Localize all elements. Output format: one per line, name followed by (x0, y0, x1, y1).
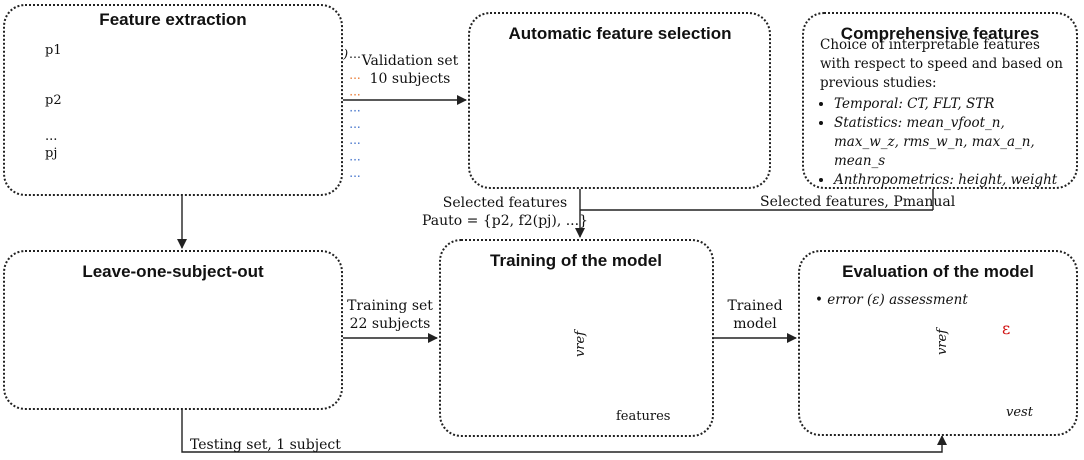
feature-extraction-box (3, 4, 343, 196)
selected-auto-line1: Selected features (442, 195, 568, 211)
error-assessment-text: error (ε) assessment (827, 292, 968, 308)
comprehensive-list: Temporal: CT, FLT, STR Statistics: mean_… (820, 95, 1070, 190)
edges (177, 95, 947, 453)
validation-set-label: Validation set 10 subjects (360, 52, 460, 88)
trained-model-line2: model (733, 316, 777, 332)
bullet-anthropometrics: Anthropometrics: height, weight (834, 171, 1070, 190)
error-assessment-bullet: • error (ε) assessment (815, 292, 968, 308)
feature_extraction-cell-ellipsis: ... (349, 150, 360, 164)
selected-manual-label: Selected features, Pmanual (760, 194, 956, 210)
evaluation-title: Evaluation of the model (842, 262, 1034, 281)
testing-set-label: Testing set, 1 subject (190, 437, 341, 453)
feature_extraction-cell-ellipsis: ... (349, 68, 360, 82)
training-title: Training of the model (490, 251, 662, 270)
feature_extraction-cell-ellipsis: ... (349, 117, 360, 131)
automatic-feature-selection-box (468, 12, 771, 189)
comprehensive-intro: Choice of interpretable features with re… (820, 37, 1063, 91)
training-xlabel: features (616, 409, 671, 424)
loso-title: Leave-one-subject-out (82, 262, 264, 281)
bullet-statistics: Statistics: mean_vfoot_n, max_w_z, rms_w… (834, 114, 1070, 171)
training-set-line2: 22 subjects (349, 316, 431, 332)
feature_extraction-cell-ellipsis: ... (349, 101, 360, 115)
training-set-line1: Training set (347, 298, 433, 314)
leave-one-subject-out-box (3, 250, 343, 410)
training-ylabel: vref (573, 330, 589, 358)
comprehensive-content: Choice of interpretable features with re… (820, 36, 1070, 190)
signal-label-pj: pj (45, 146, 58, 161)
trained-model-label: Trained model (718, 297, 792, 333)
trained-model-line1: Trained (727, 298, 783, 314)
comprehensive-features-box (802, 12, 1078, 189)
selected-auto-line2: Pauto = {p2, f2(pj), ...} (422, 213, 588, 229)
feature_extraction-cell-ellipsis: ... (349, 133, 360, 147)
validation-line1: Validation set (361, 53, 459, 69)
automatic-selection-title: Automatic feature selection (508, 24, 732, 43)
training-set-label: Training set 22 subjects (345, 297, 435, 333)
feature_extraction-header-9: ... (349, 46, 361, 61)
signal-label-p2: p2 (45, 93, 62, 108)
bullet-temporal: Temporal: CT, FLT, STR (834, 95, 1070, 114)
evaluation-box (798, 250, 1078, 436)
feature_extraction-cell-ellipsis: ... (349, 166, 360, 180)
feature_extraction-cell-ellipsis: ... (349, 84, 360, 98)
comprehensive-title: Comprehensive features (840, 24, 1040, 43)
evaluation-xlabel: vest (1006, 405, 1033, 420)
evaluation-ylabel: vref (935, 328, 951, 356)
error-epsilon-label: ε (1002, 319, 1011, 338)
arrow-testing-to-evaluation (181, 410, 947, 453)
signal-label-p1: p1 (45, 43, 62, 58)
feature-extraction-title: Feature extraction (99, 10, 247, 29)
validation-line2: 10 subjects (369, 71, 451, 87)
training-box (439, 239, 714, 437)
signal-label-ellipsis: ... (45, 129, 58, 144)
selected-auto-label: Selected features Pauto = {p2, f2(pj), .… (420, 194, 590, 230)
